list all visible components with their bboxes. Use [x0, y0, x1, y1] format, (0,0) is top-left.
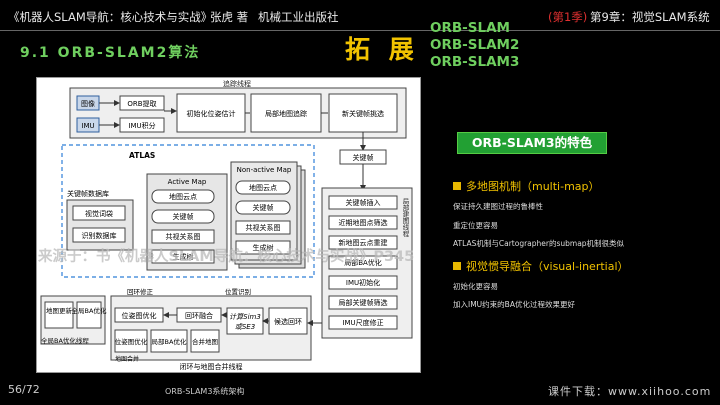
map-points-label: 地图云点	[169, 192, 197, 201]
local-mapping-label: 局部建图线程	[401, 198, 409, 239]
atlas-region	[61, 144, 315, 278]
orb-extract-label: ORB提取	[127, 99, 156, 108]
na-span-box	[235, 240, 291, 255]
orb-list-item-3: ORB-SLAM3	[430, 54, 520, 70]
imu-init-label: IMU初始化	[346, 278, 380, 287]
new-kf-select-label: 新关键帧挑选	[342, 109, 384, 118]
bullet-square-icon	[453, 262, 461, 270]
feature-2-title: 视觉惯导融合（visual-inertial）	[466, 260, 629, 273]
extend-heading: 拓 展	[345, 35, 419, 64]
covis-label: 共视关系图	[166, 232, 201, 241]
visual-words-label: 视觉词袋	[85, 209, 113, 218]
na-map-points-box	[235, 180, 291, 195]
na-covis-label: 共视关系图	[246, 223, 281, 232]
feature-1-sub-2: 重定位更容易	[453, 221, 498, 230]
recog-db-label: 识别数据库	[82, 231, 117, 240]
chapter-title: 第9章：视觉SLAM系统	[590, 10, 710, 24]
imu-input-label: IMU	[81, 122, 94, 130]
features-badge: ORB-SLAM3的特色	[457, 132, 607, 154]
slide-title: 9.1 ORB-SLAM2算法	[20, 45, 201, 61]
active-map-label: Active Map	[168, 178, 207, 186]
publisher: 机械工业出版社	[258, 10, 339, 24]
span-tree-box	[151, 249, 215, 264]
pose-opt2-box	[114, 329, 148, 353]
na-map-points-label: 地图云点	[249, 183, 277, 192]
recog-db-box	[72, 227, 126, 243]
feature-1-title: 多地图机制（multi-map）	[466, 180, 600, 193]
na-keyframe-box	[235, 200, 291, 215]
covis-box	[151, 229, 215, 244]
global-ba-label: 全局BA优化	[72, 306, 107, 315]
header-divider	[0, 30, 720, 31]
init-pose-label: 初始化位姿估计	[187, 109, 236, 118]
span-tree-label: 生成树	[173, 252, 194, 261]
local-ba2-label: 局部BA优化	[152, 337, 187, 346]
feature-2-sub-2: 加入IMU约束的BA优化过程效果更好	[453, 300, 575, 309]
merge-map-box	[190, 329, 220, 353]
global-ba-box	[76, 301, 102, 329]
atlas-label: ATLAS	[129, 151, 155, 160]
loop-merge-thread-label: 闭环与地图合并线程	[180, 362, 243, 371]
image-input-label: 图像	[81, 99, 95, 108]
kf-insert-box	[328, 195, 398, 210]
map-update-label: 地图更新	[46, 306, 73, 315]
orb-list-item-1: ORB-SLAM	[430, 20, 510, 36]
map-merge-label: 地图合并	[115, 355, 139, 363]
map-points-box	[151, 189, 215, 204]
pose-opt2-label: 位姿图优化	[115, 337, 148, 346]
keyframe-box	[151, 209, 215, 224]
figure-caption: ORB-SLAM3系统架构	[165, 387, 245, 396]
imu-integral-label: IMU积分	[128, 121, 155, 130]
source-watermark: 来源于：书《机器人SLAM导航：核心技术与实战》P345	[38, 249, 415, 265]
imu-integral-box	[119, 117, 165, 133]
local-kf-filter-box	[328, 295, 398, 310]
sim3-label-a: 计算Sim3	[229, 313, 261, 321]
local-map-track-label: 局部地图追踪	[265, 109, 307, 118]
new-kf-select-box	[328, 93, 398, 133]
recent-filter-box	[328, 215, 398, 230]
new-points-box	[328, 235, 398, 250]
local-ba2-box	[150, 329, 188, 353]
local-ba-label: 局部BA优化	[344, 258, 382, 267]
kf-insert-label: 关键帧插入	[346, 198, 381, 207]
imu-scale-label: IMU尺度修正	[342, 318, 383, 327]
loop-fix-label: 回环修正	[127, 287, 154, 296]
local-kf-filter-label: 局部关键帧筛选	[339, 298, 388, 307]
orb-list-item-2: ORB-SLAM2	[430, 37, 520, 53]
page-number: 56/72	[8, 383, 40, 396]
tracking-thread-label: 追踪线程	[223, 79, 251, 88]
recent-filter-label: 近期地图点筛选	[339, 218, 388, 227]
map-update-box	[44, 301, 74, 329]
visual-words-box	[72, 205, 126, 221]
feature-1-sub-1: 保证持久建图过程的鲁棒性	[453, 202, 543, 211]
sim3-label-b: 或SE3	[235, 323, 255, 331]
keyframe-label: 关键帧	[173, 212, 194, 221]
download-link[interactable]: 课件下载：www.xiihoo.com	[548, 385, 712, 398]
loop-fusion-label: 回环融合	[185, 311, 213, 320]
na-covis-box	[235, 220, 291, 235]
pose-opt-label: 位姿图优化	[122, 311, 157, 320]
kf-db-label: 关键帧数据库	[67, 189, 109, 198]
na-keyframe-label: 关键帧	[253, 203, 274, 212]
kf-center-label: 关键帧	[353, 153, 374, 162]
na-span-label: 生成树	[253, 243, 274, 252]
bullet-square-icon	[453, 182, 461, 190]
nonactive-map-label: Non-active Map	[237, 166, 292, 174]
imu-scale-box	[328, 315, 398, 330]
imu-init-box	[328, 275, 398, 290]
book-title: 《机器人SLAM导航：核心技术与实战》	[8, 10, 213, 24]
place-recog-label: 位置识别	[225, 287, 251, 296]
candidate-loop-label: 候选回环	[274, 317, 302, 326]
orb-slam3-architecture-diagram: 追踪线程 图像 IMU ORB提取 IMU积分 初始化位姿估计 局部地图追踪 新…	[36, 77, 421, 373]
feature-2-sub-1: 初始化更容易	[453, 282, 498, 291]
merge-map-label: 合并地图	[192, 337, 218, 346]
orb-extract-box	[119, 95, 165, 111]
author: 张虎 著	[210, 10, 249, 24]
feature-1-sub-3: ATLAS机制与Cartographer的submap机制很类似	[453, 239, 625, 248]
global-ba-thread-label: 全局BA优化线程	[41, 336, 89, 345]
local-ba-box	[328, 255, 398, 270]
season-tag: (第1季)	[548, 10, 588, 24]
new-points-label: 新地图云点重建	[339, 238, 388, 247]
